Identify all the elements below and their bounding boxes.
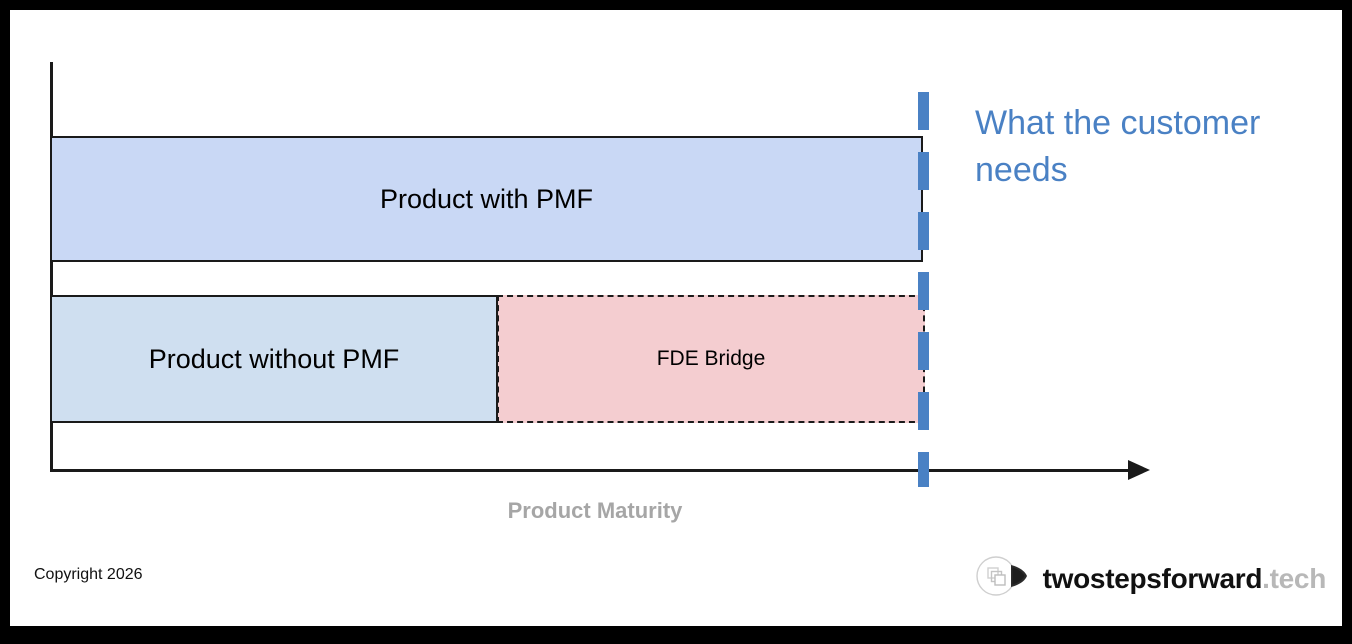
x-axis-arrowhead-icon (1128, 460, 1150, 480)
x-axis-title: Product Maturity (507, 498, 683, 523)
bar-fde-bridge: FDE Bridge (497, 295, 925, 423)
customer-needs-annotation-label: What the customer needs (975, 104, 1261, 189)
customer-needs-marker-line (918, 92, 929, 487)
bar-product-without-pmf: Product without PMF (50, 295, 498, 423)
copyright-notice: Copyright 2026 (34, 566, 143, 583)
bar-label-fde-bridge: FDE Bridge (656, 347, 766, 370)
bar-product-with-pmf: Product with PMF (50, 136, 923, 262)
x-axis-line (50, 469, 1140, 472)
bar-label-product-with-pmf: Product with PMF (379, 183, 594, 214)
bar-label-product-without-pmf: Product without PMF (148, 343, 400, 374)
brand-name: twostepsforward (1042, 562, 1263, 594)
brand-tld: .tech (1262, 562, 1326, 594)
brand-lockup: twostepsforward.tech (975, 554, 1326, 603)
slide-canvas: Product with PMF Product without PMF FDE… (10, 10, 1342, 626)
y-axis-line (50, 62, 53, 472)
lightbulb-icon (975, 554, 1031, 603)
brand-text: twostepsforward.tech (1042, 562, 1327, 595)
